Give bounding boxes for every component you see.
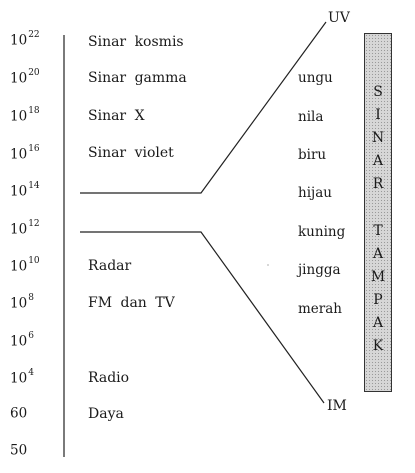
wave-label-radar: Radar	[88, 258, 132, 274]
freq-label-7: 108	[10, 293, 34, 312]
bar-letter: A	[372, 153, 384, 169]
color-label-biru: biru	[298, 147, 327, 163]
bar-letter: M	[370, 269, 386, 285]
wave-label-kosmis: Sinar kosmis	[88, 34, 184, 50]
speck	[267, 264, 269, 266]
freq-label-1: 1020	[10, 68, 40, 87]
wave-label-daya: Daya	[88, 406, 124, 422]
freq-label-0: 1022	[10, 30, 40, 49]
color-label-nila: nila	[298, 109, 324, 125]
freq-label-5: 1012	[10, 219, 40, 238]
freq-label-6: 1010	[10, 256, 40, 275]
bar-letter: I	[375, 107, 381, 123]
visible-light-bar: S I N A R T A M P A K	[364, 33, 392, 392]
wave-label-fm-tv: FM dan TV	[88, 295, 175, 311]
freq-label-11: 50	[10, 442, 28, 459]
color-label-ungu: ungu	[298, 70, 333, 86]
wave-label-violet: Sinar violet	[88, 145, 174, 161]
color-label-merah: merah	[298, 301, 342, 317]
freq-label-3: 1016	[10, 144, 40, 163]
uv-connector-line	[80, 21, 327, 194]
im-label: IM	[327, 398, 347, 414]
freq-label-4: 1014	[10, 181, 40, 200]
freq-label-2: 1018	[10, 106, 40, 125]
color-label-hijau: hijau	[298, 185, 332, 201]
bar-letter: A	[372, 246, 384, 262]
wave-label-x: Sinar X	[88, 108, 145, 124]
uv-label: UV	[328, 10, 350, 26]
freq-label-9: 104	[10, 368, 34, 387]
color-label-kuning: kuning	[298, 224, 346, 240]
im-connector-line	[80, 231, 325, 404]
freq-label-10: 60	[10, 405, 28, 422]
bar-letter: T	[373, 223, 383, 239]
wave-label-radio: Radio	[88, 370, 130, 386]
wave-label-gamma: Sinar gamma	[88, 70, 187, 86]
bar-letter: N	[371, 130, 385, 146]
bar-letter: K	[372, 338, 384, 354]
color-label-jingga: jingga	[298, 262, 341, 278]
bar-letter: P	[373, 292, 383, 308]
bar-letter: A	[372, 315, 384, 331]
freq-label-8: 106	[10, 331, 34, 350]
bar-letter: S	[373, 84, 383, 100]
bar-letter: R	[372, 176, 384, 192]
